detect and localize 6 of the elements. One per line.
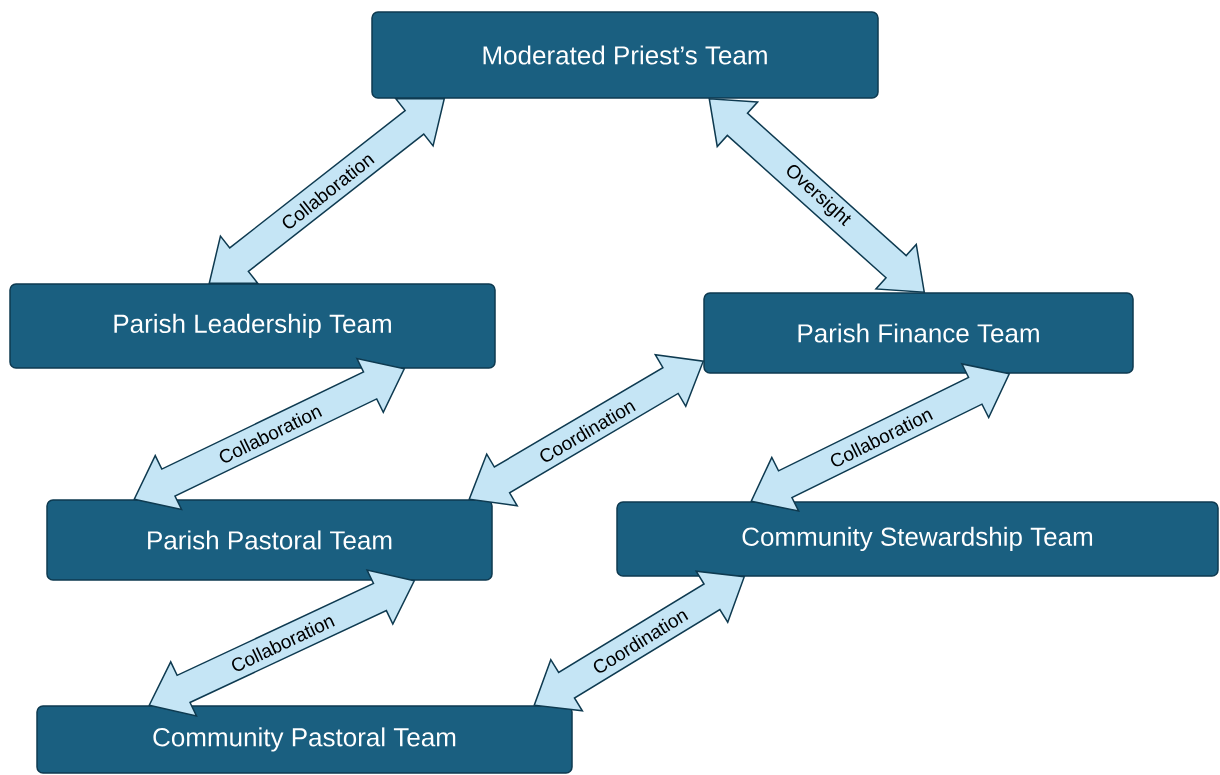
team-box: Community Stewardship Team — [616, 501, 1219, 577]
team-box: Moderated Priest’s Team — [371, 11, 879, 99]
team-box: Parish Pastoral Team — [46, 499, 493, 581]
team-box: Parish Leadership Team — [9, 283, 496, 369]
team-box: Parish Finance Team — [703, 292, 1134, 374]
team-box: Community Pastoral Team — [36, 705, 573, 774]
